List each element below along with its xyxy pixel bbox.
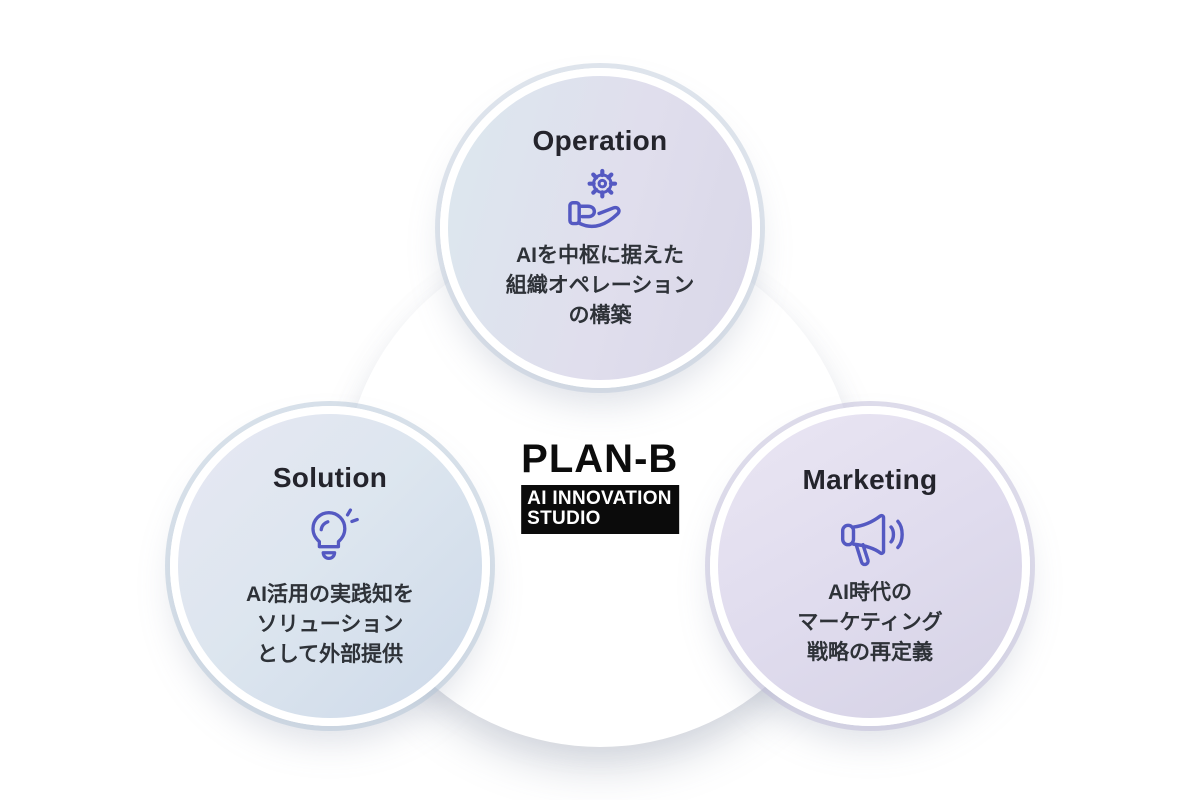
bubble-solution: Solution AI活用の実践知を ソリューション として外部提供 <box>170 406 490 726</box>
description-line: AIを中枢に据えた <box>516 244 684 268</box>
operation-description: AIを中枢に据えた 組織オペレーション の構築 <box>506 241 695 330</box>
brand-tagline-line1: AI INNOVATION <box>527 488 672 509</box>
description-line: AI時代の <box>827 581 912 605</box>
brand-tagline-box: AI INNOVATION STUDIO <box>521 485 679 534</box>
description-line: 組織オペレーション <box>505 274 695 298</box>
brand-logo: PLAN-B AI INNOVATION STUDIO <box>521 438 679 534</box>
bubble-marketing: Marketing AI時代の マーケティング 戦略の再定義 <box>710 406 1030 726</box>
description-line: マーケティング <box>797 611 943 635</box>
solution-description: AI活用の実践知を ソリューション として外部提供 <box>246 580 414 669</box>
marketing-title: Marketing <box>802 464 938 496</box>
description-line: AI活用の実践知を <box>246 583 414 607</box>
brand-tagline-line2: STUDIO <box>527 507 601 529</box>
description-line: ソリューション <box>256 613 404 637</box>
description-line: 戦略の再定義 <box>806 641 933 664</box>
description-line: の構築 <box>568 304 632 327</box>
bubble-operation: Operation <box>440 68 760 388</box>
solution-title: Solution <box>272 462 388 494</box>
gear-hand-icon <box>563 167 637 235</box>
brand-name: PLAN-B <box>521 437 679 481</box>
description-line: として外部提供 <box>256 643 404 666</box>
operation-title: Operation <box>532 125 668 157</box>
lightbulb-icon <box>296 504 364 574</box>
megaphone-icon <box>830 506 910 572</box>
marketing-description: AI時代の マーケティング 戦略の再定義 <box>797 578 942 667</box>
